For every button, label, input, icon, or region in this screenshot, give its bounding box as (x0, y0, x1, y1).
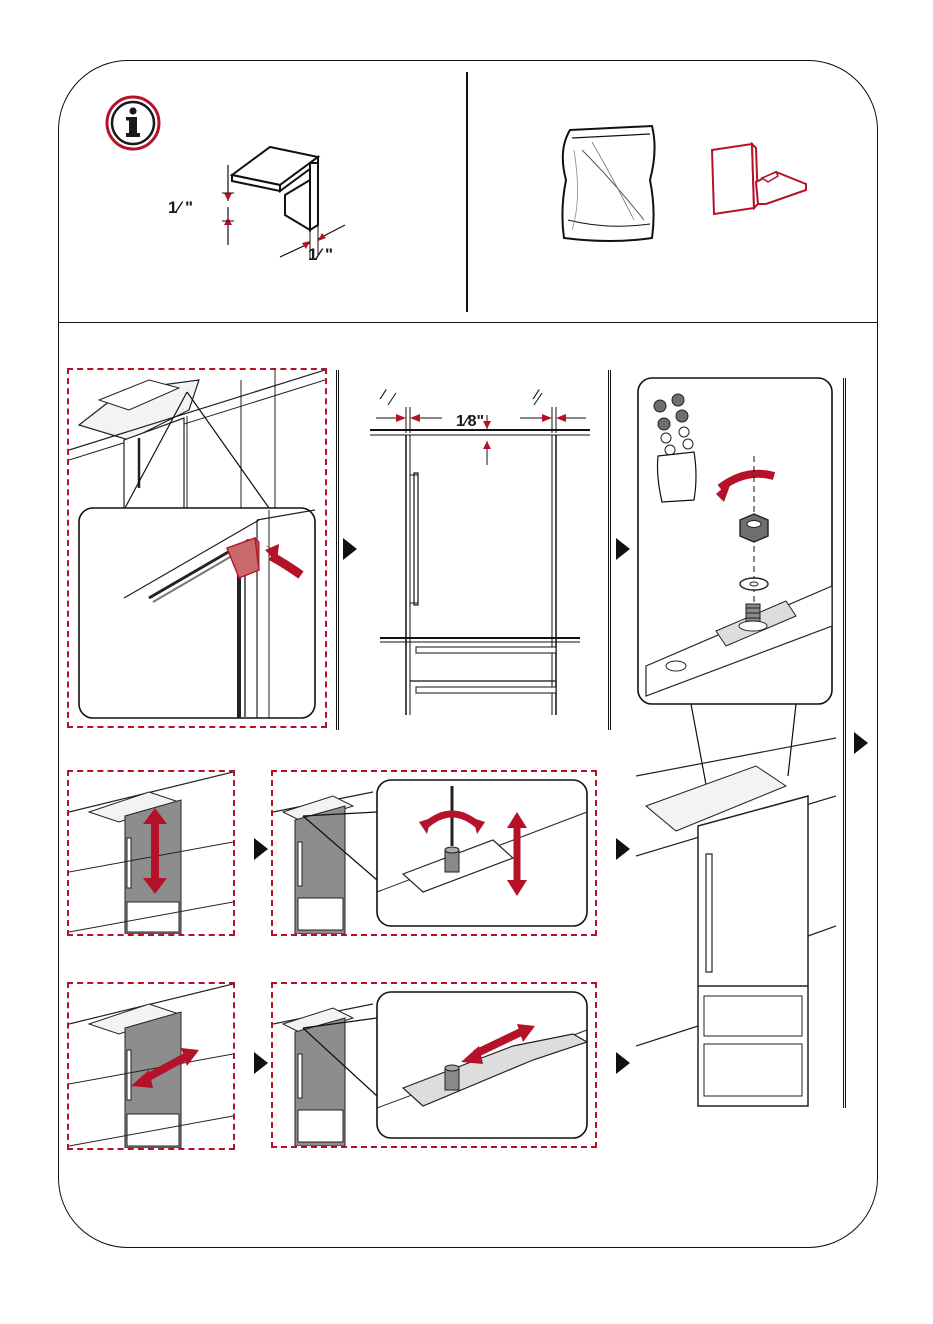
step2-divider-left (336, 370, 339, 730)
spacing-label-left: ⁄ (382, 386, 384, 402)
step-arrow-icon (616, 838, 630, 860)
spacing-label-right: ⁄ (535, 386, 537, 402)
spacing-label-center: 1⁄8" (456, 413, 484, 431)
step3-divider (843, 378, 846, 1108)
bracket-icon (706, 142, 816, 222)
header-divider-horizontal (58, 322, 878, 323)
step7-illustration (273, 984, 595, 1146)
step-arrow-icon (616, 1052, 630, 1074)
step5-illustration (273, 772, 595, 934)
step1-illustration (69, 370, 325, 726)
step-arrow-icon (343, 538, 357, 560)
step6-illustration (69, 984, 233, 1148)
info-icon (104, 94, 162, 152)
dimension-label-top: 1⁄ " (168, 198, 193, 218)
step2-spacing-drawing (370, 385, 590, 720)
step-arrow-icon (854, 732, 868, 754)
hardware-bag-icon (552, 120, 667, 250)
bracket-dimension-drawing (210, 135, 360, 270)
step-arrow-icon (616, 538, 630, 560)
step-arrow-icon (254, 838, 268, 860)
step2-divider-right (608, 370, 611, 730)
step3-hardware-illustration (636, 376, 836, 1111)
dimension-label-bottom: 1⁄ " (308, 245, 333, 265)
step-arrow-icon (254, 1052, 268, 1074)
header-divider-vertical (466, 72, 468, 312)
step4-illustration (69, 772, 233, 934)
